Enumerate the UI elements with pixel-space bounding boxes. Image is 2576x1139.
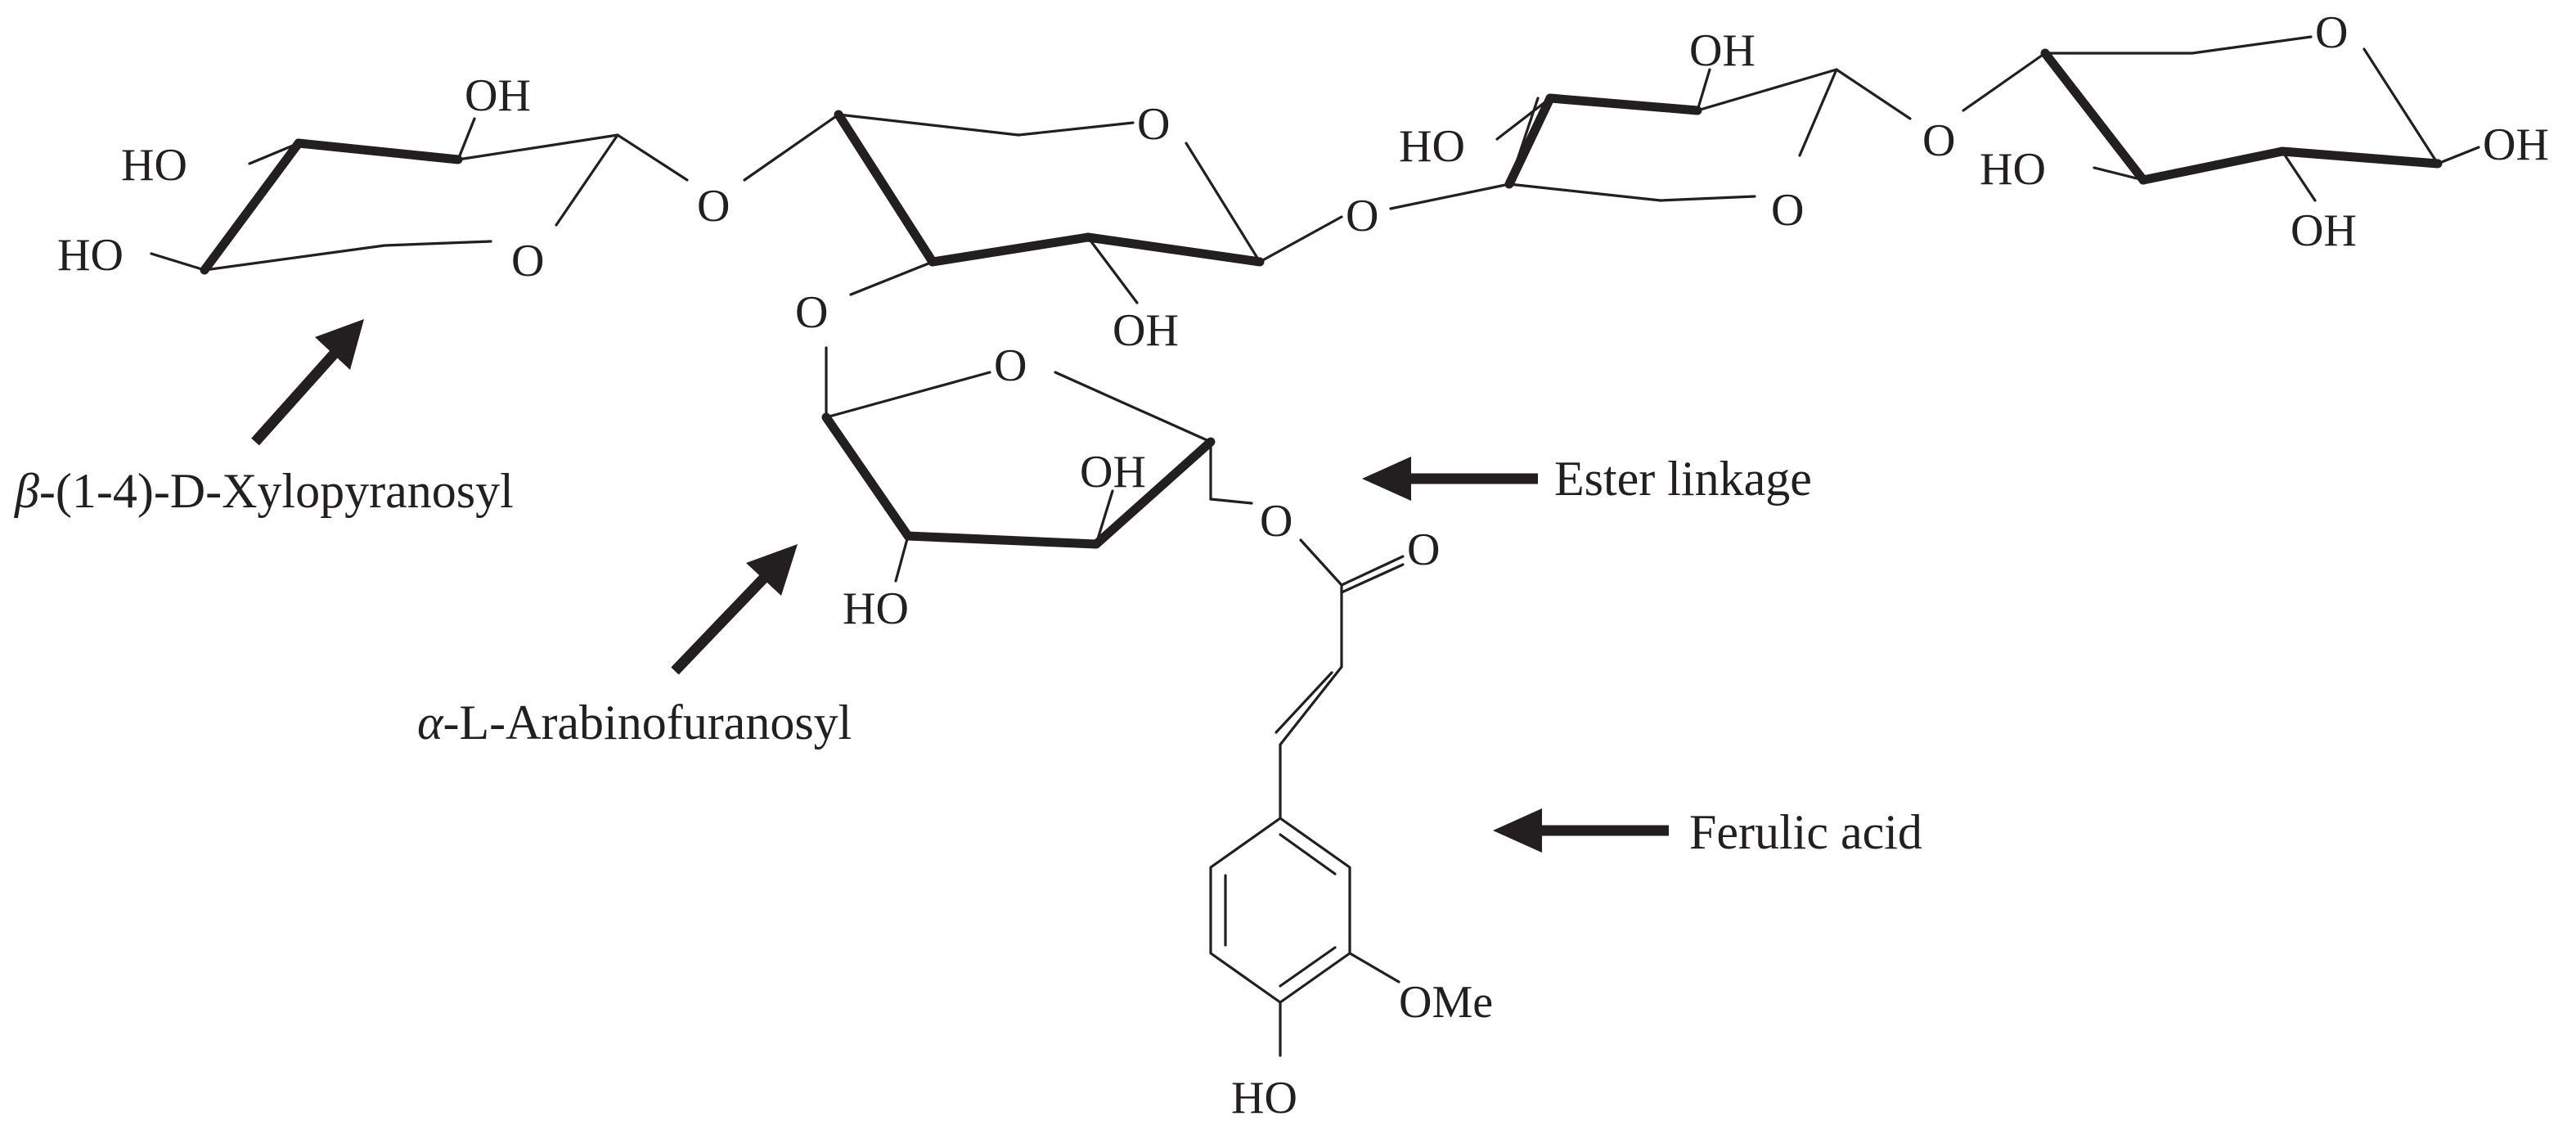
ring3-bold-left (1504, 93, 1555, 189)
ring4-bold-front-b (2277, 146, 2443, 169)
ring4-oh-bottom: OH (2291, 205, 2357, 256)
xylose-ring-3 (1389, 52, 2047, 210)
ring4-ho: HO (1980, 144, 2046, 195)
ring2-bold-front-b (1083, 232, 1265, 267)
glycosidic-oxygen-2: O (1346, 191, 1378, 241)
xylose-ring-2 (834, 110, 1343, 304)
furanose-ho: HO (843, 583, 909, 634)
furanose-oh: OH (1080, 447, 1146, 497)
furanose-bold-left (821, 412, 913, 541)
arrow-ester-linkage (1362, 457, 1538, 501)
ring2-bold-front-a (928, 232, 1093, 267)
arabinose-link-oxygen: O (795, 287, 828, 338)
ring4-oh-anomeric: OH (2483, 119, 2549, 170)
ring4-bold-front-a (2138, 146, 2287, 185)
ferulic-acid-structure (1209, 538, 1405, 1057)
xylose-ring-4 (2040, 35, 2480, 202)
ring1-oh-top: OH (465, 70, 531, 121)
arrow-arabinofuranosyl (671, 544, 798, 675)
glycosidic-oxygen-1: O (697, 181, 730, 232)
label-ferulic-acid: Ferulic acid (1689, 805, 1922, 859)
label-arabinofuranosyl: α-L-Arabinofuranosyl (417, 696, 852, 750)
methoxy-group: OMe (1399, 977, 1493, 1028)
furanose-bold-right (1091, 437, 1216, 549)
ring2-bold-left (834, 110, 937, 267)
ring1-ho-lower: HO (57, 230, 124, 281)
phenol-oh: HO (1231, 1073, 1297, 1123)
ring4-ring-oxygen: O (2315, 7, 2348, 58)
furanose-ring-oxygen: O (994, 340, 1027, 391)
ring4-bold-left (2040, 48, 2148, 185)
arrow-xylopyranosyl (251, 319, 364, 446)
xylose-ring-1 (150, 113, 840, 275)
furanose-bold-front (903, 531, 1101, 549)
ring3-ring-oxygen: O (1771, 185, 1804, 236)
glycosidic-oxygen-3: O (1922, 115, 1955, 166)
ring3-oh-top: OH (1689, 25, 1756, 76)
ring1-bold-left (200, 138, 303, 275)
ring2-oh: OH (1113, 305, 1179, 356)
ring2-ring-oxygen: O (1137, 99, 1170, 150)
carbonyl-oxygen: O (1407, 524, 1440, 575)
arabinofuranose-ring (821, 346, 1253, 583)
label-ester-linkage: Ester linkage (1554, 452, 1812, 506)
ring1-ho-upper: HO (121, 140, 187, 191)
ester-oxygen: O (1260, 496, 1292, 547)
ring1-ring-oxygen: O (511, 236, 544, 286)
ring3-bold-front (1545, 93, 1702, 115)
ring1-bold-front (294, 138, 463, 164)
label-xylopyranosyl: β-(1-4)-D-Xylopyranosyl (14, 464, 514, 518)
arrow-ferulic-acid (1493, 808, 1669, 853)
ring3-ho: HO (1399, 121, 1465, 172)
